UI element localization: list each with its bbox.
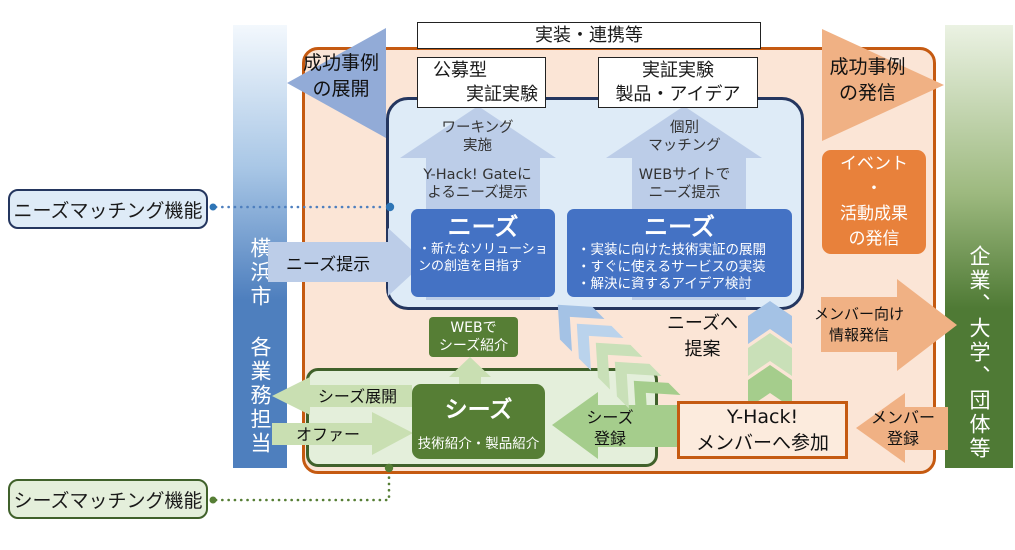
needs-right-item3: ・解決に資するアイデア検討 bbox=[577, 276, 752, 292]
implementation-label: 実装・連携等 bbox=[535, 24, 643, 46]
individual-line1: 個別 bbox=[670, 120, 699, 136]
seeds-box: シーズ 技術紹介・製品紹介 bbox=[412, 384, 545, 459]
web-needs-line1: WEBサイトで bbox=[638, 167, 731, 183]
needs-left-title: ニーズ bbox=[447, 213, 519, 241]
seeds-title: シーズ bbox=[444, 397, 513, 423]
poc-line2: 製品・アイデア bbox=[615, 83, 741, 105]
success-broadcast-line1: 成功事例 bbox=[829, 56, 906, 78]
seeds-reg-label: シーズ 登録 bbox=[565, 406, 655, 450]
web-needs-line2: ニーズ提示 bbox=[648, 184, 721, 201]
individual-line2: マッチング bbox=[648, 137, 721, 154]
needs-propose-line2: 提案 bbox=[684, 339, 721, 360]
success-deploy-label: 成功事例 の展開 bbox=[293, 48, 389, 104]
seeds-deploy-text: シーズ展開 bbox=[317, 386, 398, 406]
seeds-connector-dot-start bbox=[209, 496, 217, 504]
working-line1: ワーキング bbox=[441, 120, 514, 136]
member-reg-line1: メンバー bbox=[870, 408, 935, 427]
event-line4: の発信 bbox=[848, 229, 900, 249]
offer-text: オファー bbox=[295, 424, 360, 444]
seeds-subtitle: 技術紹介・製品紹介 bbox=[417, 436, 540, 452]
success-deploy-line2: の展開 bbox=[312, 78, 370, 100]
needs-box-left: ニーズ ・新たなソリューションの創造を目指す bbox=[411, 209, 555, 297]
seeds-callout-connector bbox=[214, 470, 391, 502]
needs-right-title: ニーズ bbox=[644, 213, 715, 241]
needs-left-desc: ・新たなソリューションの創造を目指す bbox=[418, 242, 548, 274]
yhack-line1: Y-Hack! bbox=[726, 406, 799, 428]
open-call-box: 公募型 実証実験 bbox=[417, 57, 546, 108]
needs-present-text: ニーズ提示 bbox=[285, 254, 371, 275]
yhack-line2: メンバーへ参加 bbox=[695, 432, 829, 454]
organizations-bar: 企業、大学、団体等 bbox=[945, 25, 1013, 468]
needs-box-right: ニーズ ・実装に向けた技術実証の展開 ・すぐに使えるサービスの実装 ・解決に資す… bbox=[567, 209, 792, 297]
gate-label: Y-Hack! Gateに よるニーズ提示 bbox=[410, 167, 545, 202]
member-info-label: メンバー向け 情報発信 bbox=[814, 303, 904, 347]
gate-line1: Y-Hack! Gateに bbox=[423, 167, 532, 183]
offer-label: オファー bbox=[278, 423, 378, 445]
member-reg-line2: 登録 bbox=[886, 429, 919, 448]
needs-present-label: ニーズ提示 bbox=[272, 250, 384, 275]
web-seeds-line2: シーズ紹介 bbox=[438, 338, 509, 354]
event-box: イベント ・ 活動成果 の発信 bbox=[822, 150, 926, 254]
seeds-deploy-label: シーズ展開 bbox=[305, 385, 410, 407]
seeds-reg-line1: シーズ bbox=[586, 408, 634, 427]
poc-line1: 実証実験 bbox=[642, 59, 714, 81]
seeds-reg-line2: 登録 bbox=[593, 429, 626, 448]
open-call-line2: 実証実験 bbox=[466, 84, 538, 105]
working-line2: 実施 bbox=[463, 137, 492, 154]
working-label: ワーキング 実施 bbox=[425, 120, 530, 155]
event-line2: ・ bbox=[865, 179, 883, 199]
needs-propose-label: ニーズへ 提案 bbox=[655, 310, 750, 364]
yokohama-city-bar: 横浜市 各業務担当 bbox=[233, 25, 287, 468]
yokohama-city-bar-label: 横浜市 各業務担当 bbox=[248, 237, 272, 456]
individual-matching-label: 個別 マッチング bbox=[632, 120, 737, 155]
success-deploy-line1: 成功事例 bbox=[302, 52, 379, 74]
member-reg-label: メンバー 登録 bbox=[858, 407, 948, 449]
open-call-line1: 公募型 bbox=[433, 60, 487, 81]
member-info-line1: メンバー向け bbox=[814, 305, 905, 323]
organizations-bar-label: 企業、大学、団体等 bbox=[967, 245, 991, 461]
needs-connector-dot-start bbox=[209, 203, 217, 211]
needs-matching-callout-label: ニーズマッチング機能 bbox=[13, 199, 203, 222]
web-seeds-box: WEBで シーズ紹介 bbox=[429, 317, 518, 357]
yhack-join-box: Y-Hack! メンバーへ参加 bbox=[677, 401, 848, 459]
success-broadcast-line2: の発信 bbox=[838, 82, 896, 104]
member-info-line2: 情報発信 bbox=[828, 326, 889, 344]
gate-line2: よるニーズ提示 bbox=[427, 184, 528, 201]
web-needs-label: WEBサイトで ニーズ提示 bbox=[617, 167, 752, 202]
implementation-box: 実装・連携等 bbox=[417, 22, 761, 49]
poc-box: 実証実験 製品・アイデア bbox=[598, 57, 758, 108]
seeds-matching-callout: シーズマッチング機能 bbox=[8, 479, 208, 519]
event-line3: 活動成果 bbox=[840, 204, 908, 224]
needs-right-item2: ・すぐに使えるサービスの実装 bbox=[577, 259, 766, 275]
needs-right-item1: ・実装に向けた技術実証の展開 bbox=[577, 242, 766, 258]
success-broadcast-label: 成功事例 の発信 bbox=[820, 52, 915, 108]
needs-propose-line1: ニーズへ bbox=[666, 313, 739, 334]
web-seeds-line1: WEBで bbox=[450, 320, 497, 336]
seeds-matching-callout-label: シーズマッチング機能 bbox=[13, 489, 203, 512]
event-line1: イベント bbox=[840, 154, 908, 174]
needs-matching-callout: ニーズマッチング機能 bbox=[8, 189, 208, 229]
